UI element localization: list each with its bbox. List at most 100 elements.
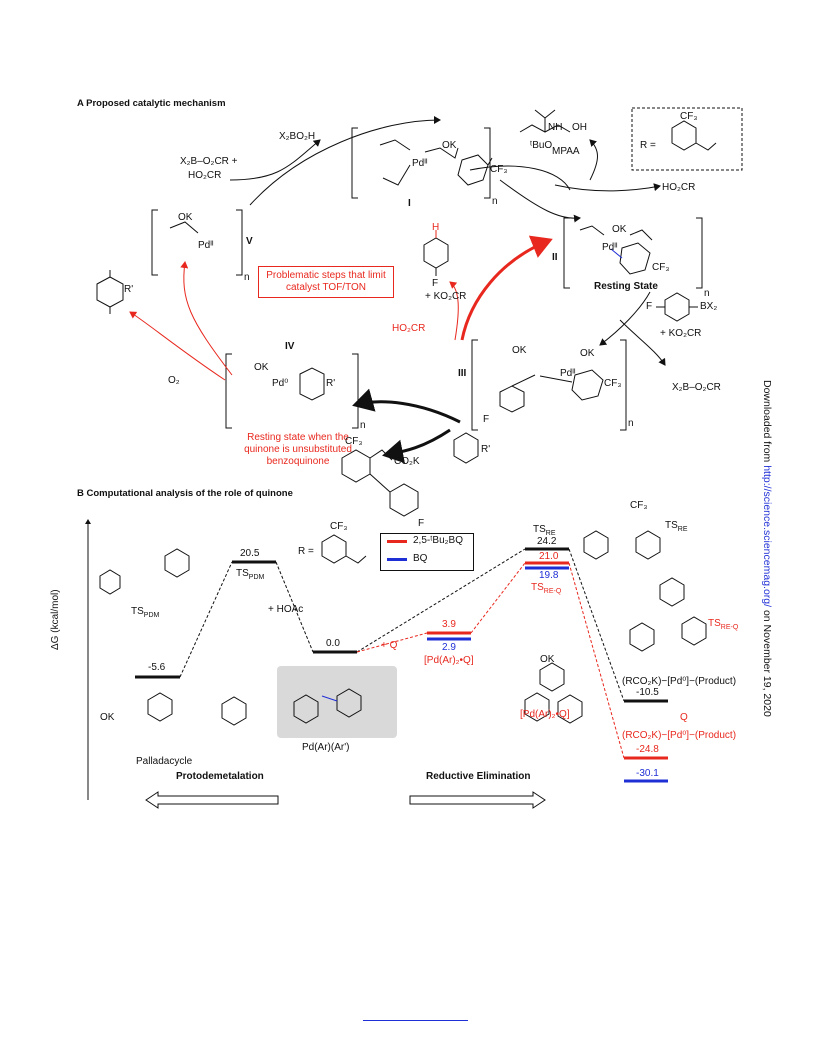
ts-re-q-label: TSRE-Q	[531, 582, 562, 595]
n-iv: n	[360, 420, 366, 431]
r-def-label: R =	[640, 140, 656, 151]
product-red-label: (RCO₂K)−[Pd⁰]−(Product)	[622, 730, 737, 741]
pd-ii-iii: Pdᴵᴵ	[560, 368, 576, 379]
ok-label-v: OK	[178, 212, 193, 223]
n-i: n	[492, 196, 498, 207]
pd0-iv: Pd⁰	[272, 378, 289, 389]
boronic-bx2: BX₂	[700, 301, 718, 312]
cf3-product: CF₃	[345, 436, 363, 447]
label-iii: III	[458, 368, 467, 379]
n-v: n	[244, 272, 250, 283]
prod-blue-value: -30.1	[636, 768, 659, 779]
x2b-o2cr: X₂B–O₂CR	[672, 382, 721, 393]
ts-pdm-level-label: TSPDM	[236, 568, 265, 581]
r-def-cf3: CF₃	[680, 111, 698, 122]
koc2r-2: + KO₂CR	[660, 328, 702, 339]
problematic-steps-box: Problematic steps that limit catalyst TO…	[258, 266, 394, 298]
n-iii: n	[628, 418, 634, 429]
mpaa-tbu: ᵗBuO	[530, 140, 553, 151]
protodemetalation-label: Protodemetalation	[176, 771, 264, 782]
ts-pdm-label: TSPDM	[131, 606, 160, 619]
r-def-b: R =	[298, 546, 314, 557]
label-v: V	[246, 236, 253, 247]
pd-ii-v: Pdᴵᴵ	[198, 240, 214, 251]
ok-label-iv: OK	[254, 362, 269, 373]
resting-state-quinone-note: Resting state when the quinone is unsubs…	[244, 432, 352, 467]
complex-iii	[471, 339, 627, 431]
resting-state-label: Resting State	[594, 281, 658, 292]
quinone-left	[96, 270, 124, 314]
ts-re-cf3: CF₃	[630, 500, 648, 511]
panel-b-title: B Computational analysis of the role of …	[77, 488, 293, 499]
ts-re-value: 24.2	[537, 536, 557, 547]
r-def-b-cf3: CF₃	[330, 521, 348, 532]
label-iv: IV	[285, 341, 295, 352]
reagent-ho2cr: HO₂CR	[188, 170, 222, 181]
label-i: I	[408, 198, 411, 209]
q-blue-value: 2.9	[442, 642, 456, 653]
f-product: F	[418, 518, 425, 529]
product-red-q: Q	[680, 712, 688, 723]
pd-ii-ii: Pdᴵᴵ	[602, 242, 618, 253]
pdar2q-struct-ok: OK	[540, 654, 555, 665]
mpaa-oh: OH	[572, 122, 587, 133]
prod-black-value: -10.5	[636, 687, 659, 698]
mpaa-nh: NH	[548, 122, 563, 133]
rprime-bottom: R'	[481, 444, 491, 455]
product-black-label: (RCO₂K)−[Pd⁰]−(Product)	[622, 676, 737, 687]
o2-label: O₂	[168, 375, 180, 386]
legend: 2,5-ᵗBu₂BQ BQ	[380, 533, 474, 571]
ts-re-struct-label: TSRE	[665, 520, 688, 533]
pdar2q-label-1: [Pd(Ar)₂•Q]	[424, 655, 474, 666]
reagent-x2b: X₂B–O₂CR +	[180, 156, 238, 167]
ts-pdm-value: 20.5	[240, 548, 260, 559]
cf3-label-ii: CF₃	[652, 262, 670, 273]
legend-item-tbu2bq: 2,5-ᵗBu₂BQ	[413, 535, 463, 546]
complex-v	[151, 209, 243, 276]
quinone-bottom	[453, 432, 479, 464]
palladacycle-label: Palladacycle	[136, 756, 193, 767]
download-note: Downloaded from http://science.sciencema…	[761, 380, 773, 717]
f-label-fluorobenzene: F	[432, 278, 439, 289]
panel-a-title: A Proposed catalytic mechanism	[77, 98, 226, 109]
ts-re-label: TSRE	[533, 524, 556, 537]
cf3-label-iii: CF₃	[604, 378, 622, 389]
rprime-iv: R'	[326, 378, 336, 389]
byproduct-x2bo2h: X₂BO₂H	[279, 131, 316, 142]
ok-label-iii-b: OK	[580, 348, 595, 359]
ho2cr-red: HO₂CR	[392, 323, 426, 334]
ts-re-q-red-value: 21.0	[539, 551, 559, 562]
ok-label-i: OK	[442, 140, 457, 151]
plus-q-label: + Q	[381, 640, 398, 651]
complex-ii	[563, 217, 703, 289]
y-axis-label: ΔG (kcal/mol)	[50, 589, 61, 650]
pd-ii-label: Pdᴵᴵ	[412, 158, 428, 169]
reductive-elimination-label: Reductive Elimination	[426, 771, 531, 782]
prod-red-value: -24.8	[636, 744, 659, 755]
ho2cr-right: HO₂CR	[662, 182, 696, 193]
q-red-value: 3.9	[442, 619, 456, 630]
palladacycle-value: -5.6	[148, 662, 166, 673]
co2k-product: CO₂K	[394, 456, 420, 467]
f-iii: F	[483, 414, 490, 425]
sciencemag-link[interactable]: http://science.sciencemag.org/	[761, 465, 773, 608]
ok-label-ii: OK	[612, 224, 627, 235]
palladacycle-ok: OK	[100, 712, 115, 723]
n-ii: n	[704, 288, 710, 299]
fluorobenzene	[423, 230, 449, 276]
boronic-acid	[656, 292, 698, 322]
label-ii: II	[552, 252, 558, 263]
cf3-label-i: CF₃	[490, 164, 508, 175]
pdarar-value: 0.0	[326, 638, 340, 649]
h-red-label: H	[432, 222, 440, 233]
legend-item-bq: BQ	[413, 553, 428, 564]
footer-link-line	[363, 1020, 468, 1021]
pdarar-label: Pd(Ar)(Ar')	[302, 742, 350, 753]
ts-re-q-struct-label: TSRE-Q	[708, 618, 739, 631]
ts-re-q-blue-value: 19.8	[539, 570, 559, 581]
pdarar-structure	[293, 688, 362, 724]
ok-label-iii-a: OK	[512, 345, 527, 356]
pdar2q-label-2: [Pd(Ar)₂•Q]	[520, 709, 570, 720]
